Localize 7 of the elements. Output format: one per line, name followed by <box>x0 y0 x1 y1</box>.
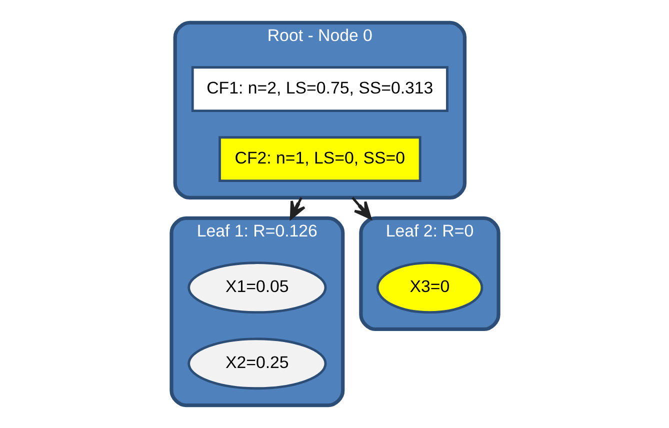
node-box: CF1: n=2, LS=0.75, SS=0.313 <box>190 66 448 112</box>
node-ellipse: X1=0.05 <box>187 262 326 314</box>
arrow <box>289 197 306 220</box>
node-ellipse: X3=0 <box>376 262 483 314</box>
arrow <box>351 196 372 220</box>
node-box: CF2: n=1, LS=0, SS=0 <box>218 136 421 182</box>
node-ellipse: X2=0.25 <box>187 338 326 390</box>
